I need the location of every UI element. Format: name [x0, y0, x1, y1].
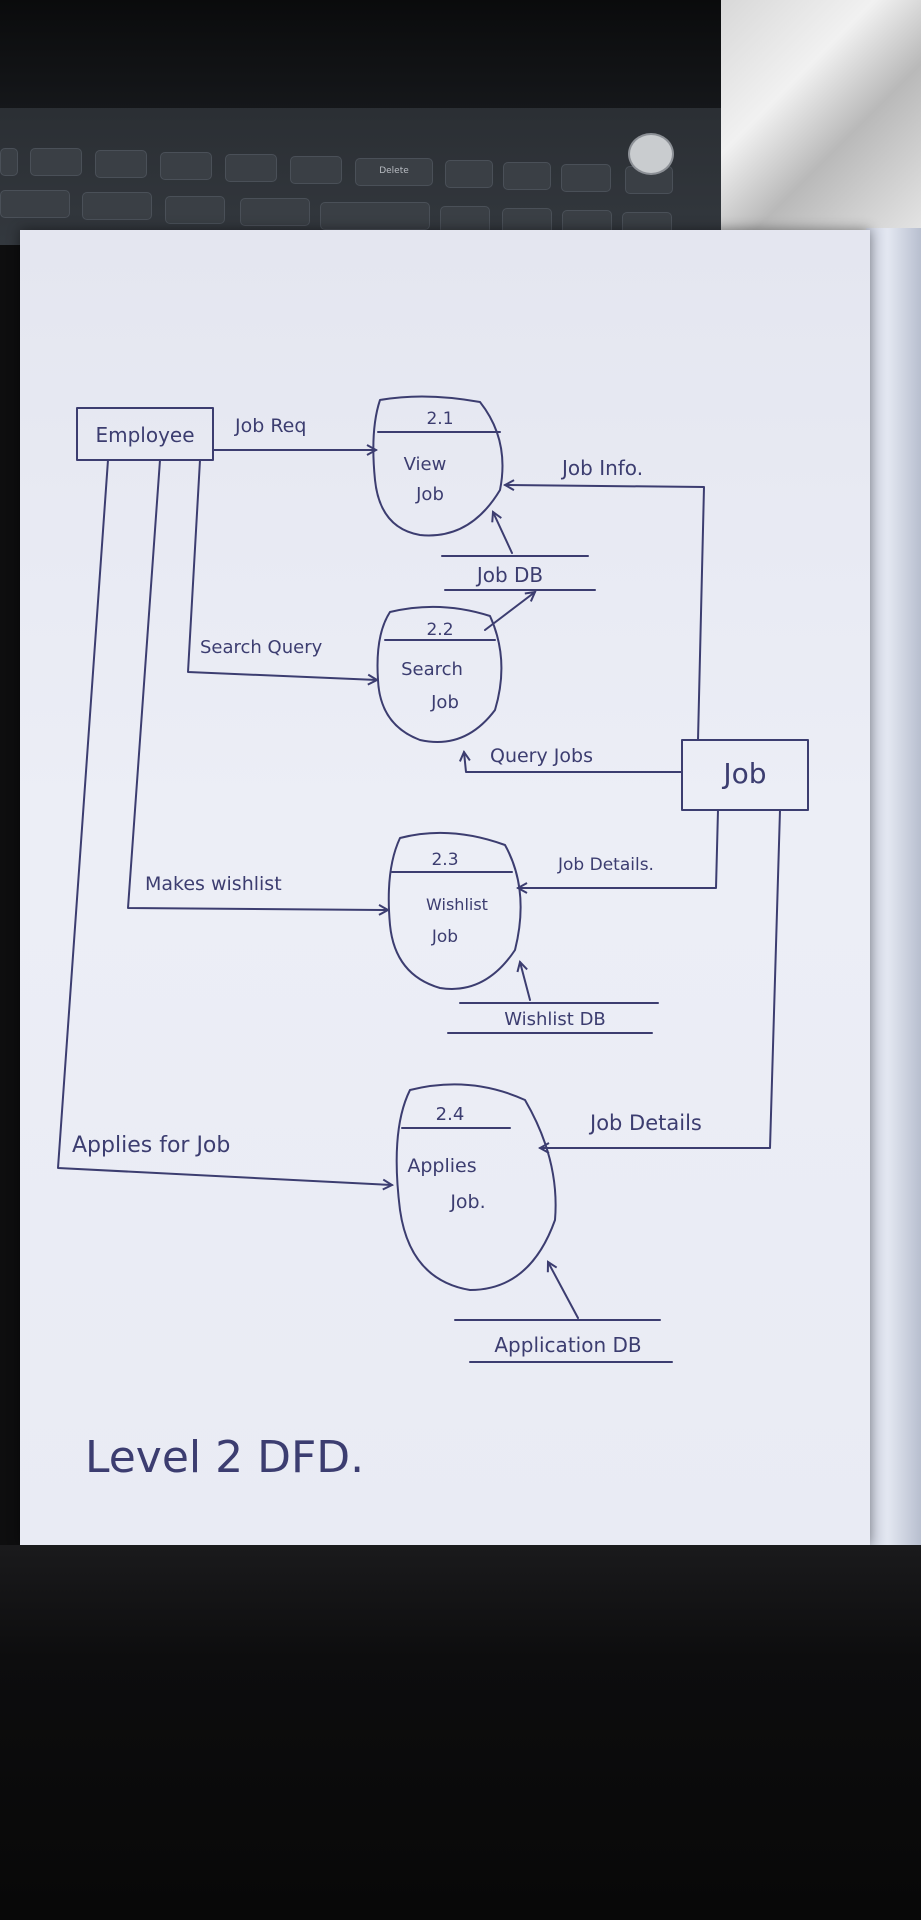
employee-entity-box — [76, 407, 214, 461]
job-db-label: Job DB — [475, 563, 543, 587]
flow-arrow — [540, 809, 781, 1148]
process-name-line1: Applies — [407, 1155, 476, 1177]
process-name-line2: Job — [430, 692, 459, 713]
delete-key: Delete — [355, 158, 433, 186]
flow-label: Job Details — [588, 1111, 702, 1135]
power-button-icon — [628, 133, 674, 175]
flow-job-req: Job Req — [212, 415, 376, 450]
key — [445, 160, 493, 188]
job-db-store: Job DB — [441, 555, 596, 591]
key — [503, 162, 551, 190]
wishlist-db-store: Wishlist DB — [447, 1002, 659, 1034]
laptop-hinge — [0, 0, 740, 108]
key — [165, 196, 225, 224]
process-bubble — [372, 395, 504, 537]
flow-job-details-wishlist: Job Details. — [518, 809, 719, 888]
flow-arrow — [520, 962, 531, 1001]
flow-label: Job Info. — [560, 456, 643, 480]
job-entity-box — [681, 739, 809, 811]
key — [225, 154, 277, 182]
flow-label: Job Details. — [557, 855, 654, 875]
key — [320, 202, 430, 230]
flow-applies-for-job: Applies for Job — [57, 459, 392, 1185]
process-name-line1: Search — [401, 659, 463, 680]
process-number: 2.4 — [436, 1104, 465, 1125]
process-number: 2.1 — [426, 409, 453, 429]
process-applies-job: 2.4 Applies Job. — [395, 1083, 557, 1291]
key — [95, 150, 147, 178]
job-entity: Job — [681, 739, 809, 811]
process-wishlist-job: 2.3 Wishlist Job — [387, 831, 522, 990]
window-light — [721, 0, 921, 240]
process-name-line1: View — [404, 454, 447, 475]
flow-job-info: Job Info. — [505, 456, 705, 741]
delete-key-label: Delete — [379, 166, 409, 176]
key — [561, 164, 611, 192]
notebook-page — [20, 230, 870, 1545]
diagram-caption: Level 2 DFD. — [85, 1432, 364, 1483]
flow-jobdb-viewjob — [493, 512, 513, 554]
flow-label: Job Req — [234, 415, 306, 437]
process-view-job: 2.1 View Job — [372, 395, 504, 537]
wishlist-db-label: Wishlist DB — [504, 1009, 606, 1030]
flow-arrow — [484, 592, 535, 631]
process-bubble — [387, 831, 522, 990]
flow-wishlist-db — [520, 962, 531, 1001]
key — [0, 148, 18, 176]
table-shadow — [0, 1545, 921, 1920]
flow-job-details-apply: Job Details — [540, 809, 781, 1148]
employee-entity: Employee — [76, 407, 214, 461]
flow-arrow — [464, 752, 683, 773]
flow-arrow — [127, 459, 388, 910]
flow-arrow — [505, 485, 705, 741]
process-number: 2.3 — [431, 850, 458, 870]
application-db-store: Application DB — [454, 1319, 673, 1363]
flow-searchjob-jobdb — [484, 592, 535, 631]
key — [82, 192, 152, 220]
process-name-line2: Job. — [449, 1191, 485, 1213]
flow-application-db — [548, 1262, 579, 1319]
flow-arrow — [57, 459, 392, 1185]
application-db-label: Application DB — [494, 1333, 641, 1357]
flow-arrow — [548, 1262, 579, 1319]
flow-label: Applies for Job — [72, 1133, 230, 1158]
key — [290, 156, 342, 184]
flow-arrow — [518, 809, 719, 888]
employee-entity-label: Employee — [95, 423, 194, 447]
flow-makes-wishlist: Makes wishlist — [127, 459, 388, 910]
flow-arrow — [493, 512, 513, 554]
process-name-line2: Job — [431, 927, 458, 947]
flow-label: Makes wishlist — [145, 873, 282, 895]
flow-label: Search Query — [200, 637, 323, 658]
key — [30, 148, 82, 176]
paper-stack-edge — [866, 228, 921, 1558]
process-name-line2: Job — [415, 484, 444, 505]
flow-search-query: Search Query — [187, 459, 377, 680]
flow-query-jobs: Query Jobs — [464, 745, 683, 773]
job-entity-label: Job — [721, 757, 766, 790]
key — [240, 198, 310, 226]
process-name-line1: Wishlist — [426, 895, 488, 914]
flow-label: Query Jobs — [490, 745, 593, 767]
process-number: 2.2 — [426, 620, 453, 640]
process-bubble — [395, 1083, 557, 1291]
process-search-job: 2.2 Search Job — [376, 605, 503, 743]
flow-arrow — [187, 459, 377, 680]
laptop-background: Delete — [0, 0, 921, 245]
key — [160, 152, 212, 180]
key — [0, 190, 70, 218]
